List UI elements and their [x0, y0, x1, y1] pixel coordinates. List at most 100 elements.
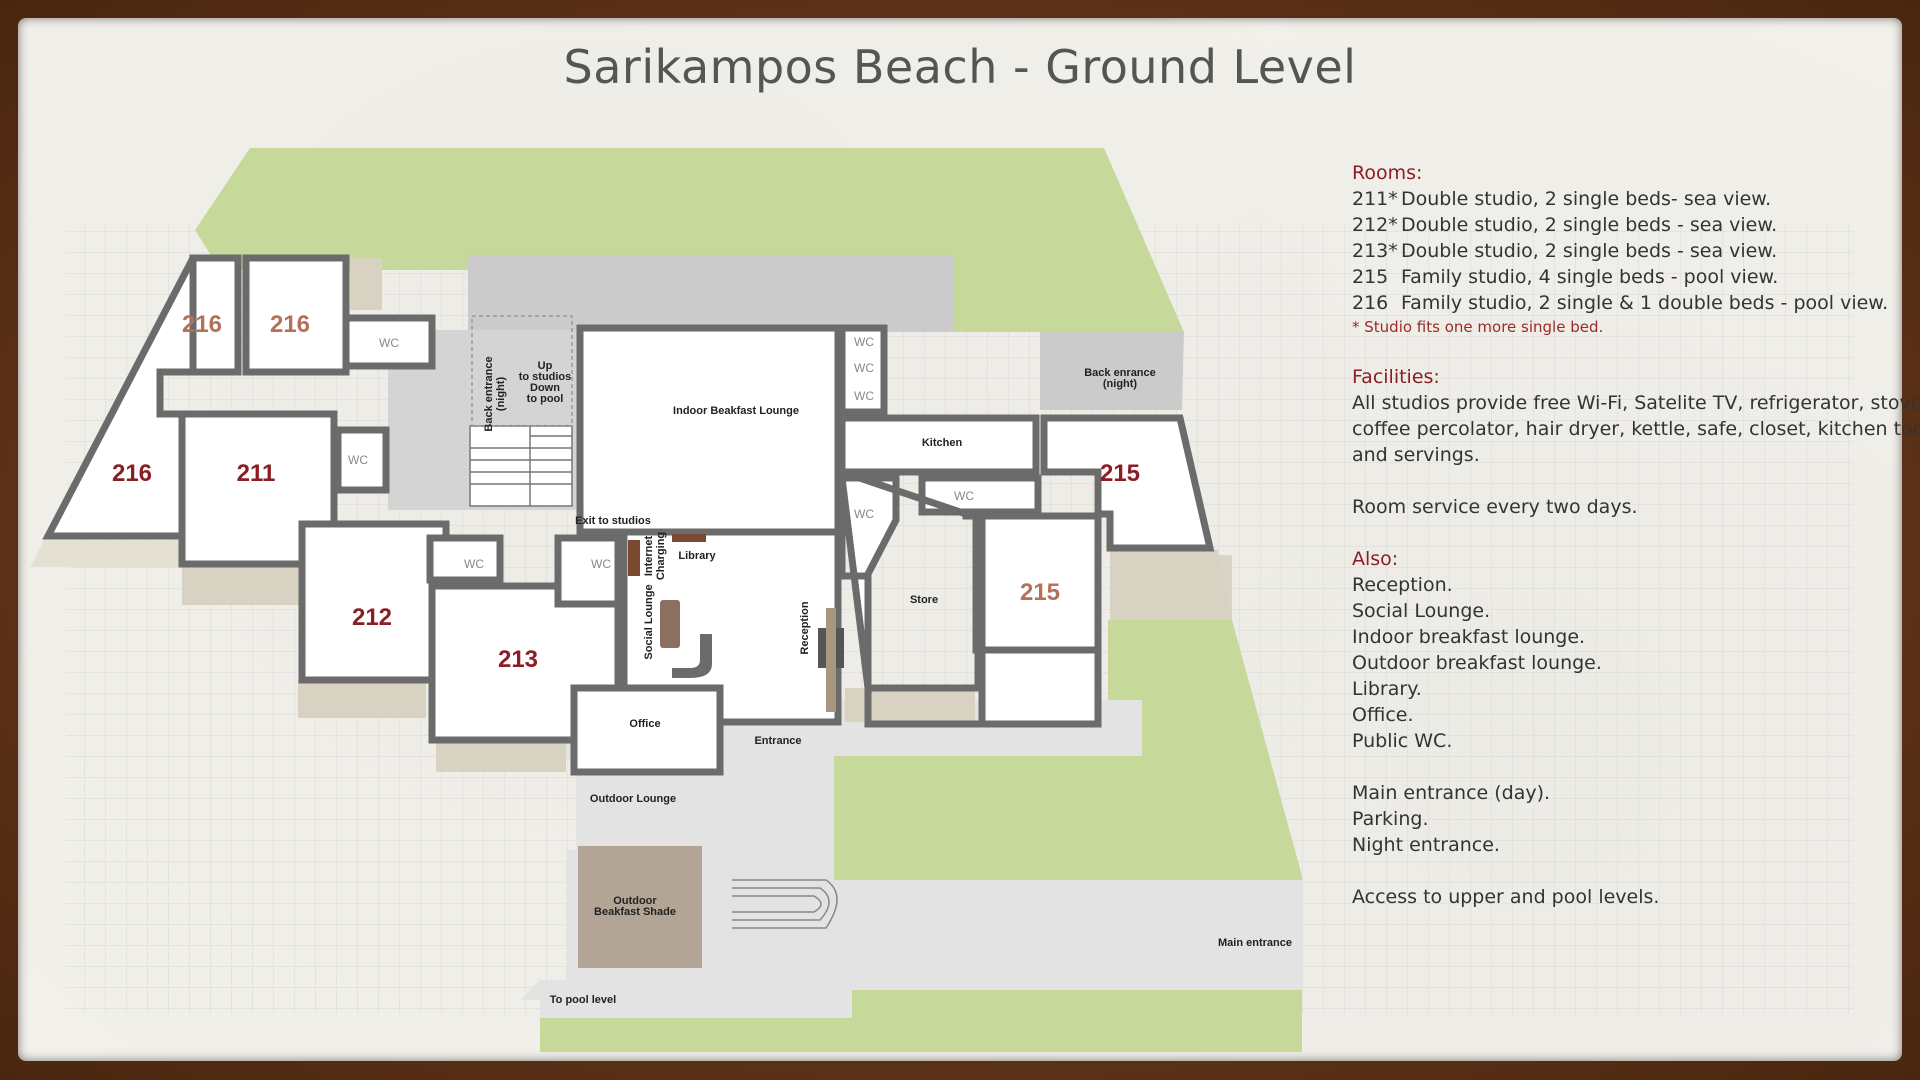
wc-label-215: WC — [954, 489, 974, 503]
wc-211 — [334, 426, 390, 494]
room-number-215-north: 215 — [1100, 460, 1140, 487]
paving-north — [468, 255, 1184, 410]
wc-213 — [554, 534, 622, 608]
terrace-store — [845, 688, 975, 722]
label-back-entrance-v2: (night) — [495, 377, 507, 412]
reception-counter — [826, 608, 836, 712]
legend-room-row: 212*Double studio, 2 single beds - sea v… — [1352, 212, 1892, 238]
wc-stack — [838, 324, 888, 416]
label-store: Store — [910, 594, 938, 606]
office — [570, 684, 724, 776]
library-shelf — [672, 534, 706, 542]
label-kitchen: Kitchen — [922, 437, 963, 449]
label-back-entrance-v1: Back entrance — [483, 356, 495, 431]
entrance-item: Main entrance (day). — [1352, 782, 1551, 804]
legend-panel: Rooms: 211*Double studio, 2 single beds-… — [1352, 160, 1920, 910]
label-internet-2: Charging — [655, 532, 667, 580]
room-number-216-north-b: 216 — [270, 311, 310, 338]
label-reception: Reception — [799, 601, 811, 654]
facilities-line: All studios provide free Wi-Fi, Satelite… — [1352, 392, 1920, 414]
facilities-line: coffee percolator, hair dryer, kettle, s… — [1352, 418, 1920, 440]
night-entrance-zone — [471, 315, 573, 427]
room-number-212: 212 — [352, 604, 392, 631]
terrace-216b — [350, 258, 382, 310]
also-item: Library. — [1352, 678, 1422, 700]
wc-label-store: WC — [854, 507, 874, 521]
also-item: Indoor breakfast lounge. — [1352, 626, 1586, 648]
terrace-211 — [182, 560, 300, 605]
room-desc: Double studio, 2 single beds - sea view. — [1401, 240, 1778, 262]
legend-room-row: 213*Double studio, 2 single beds - sea v… — [1352, 238, 1892, 264]
room-desc: Double studio, 2 single beds - sea view. — [1401, 214, 1778, 236]
page-title: Sarikampos Beach - Ground Level — [563, 40, 1357, 94]
wc-label-211: WC — [348, 453, 368, 467]
facilities-line: and servings. — [1352, 444, 1480, 466]
internet-charging-desk — [628, 540, 640, 576]
wc-label-213: WC — [591, 557, 611, 571]
terrace-216 — [30, 540, 182, 567]
label-up-3: Down — [530, 382, 560, 394]
room-number-211: 211 — [237, 460, 276, 487]
wc-212 — [426, 534, 504, 584]
label-indoor-lounge: Indoor Beakfast Lounge — [673, 405, 799, 417]
label-entrance: Entrance — [754, 735, 801, 747]
room-212 — [298, 520, 450, 684]
front-steps — [732, 879, 838, 929]
label-library: Library — [678, 550, 716, 562]
lawn-north — [195, 148, 1184, 332]
room-desc: Family studio, 4 single beds - pool view… — [1401, 266, 1779, 288]
also-heading: Also: — [1352, 548, 1399, 570]
label-outdoor-lounge: Outdoor Lounge — [590, 793, 676, 805]
room-desc: Double studio, 2 single beds- sea view. — [1401, 188, 1772, 210]
room-desc: Family studio, 2 single & 1 double beds … — [1401, 292, 1889, 314]
room-num: 213* — [1352, 240, 1398, 262]
entrance-item: Night entrance. — [1352, 834, 1500, 856]
label-to-pool: To pool level — [550, 994, 616, 1006]
entrance-item: Parking. — [1352, 808, 1429, 830]
label-office: Office — [629, 718, 660, 730]
store-wall — [838, 467, 986, 728]
staircase — [469, 425, 573, 507]
wc-label-top: WC — [854, 335, 874, 349]
facilities-heading: Facilities: — [1352, 366, 1440, 388]
label-back-entrance-2: (night) — [1103, 378, 1138, 390]
wc-store — [918, 474, 1042, 516]
room-num: 215 — [1352, 266, 1389, 288]
terrace-212 — [298, 680, 426, 718]
also-item: Outdoor breakfast lounge. — [1352, 652, 1602, 674]
terrace-215 — [1110, 550, 1232, 620]
label-outdoor-shade-1: Outdoor — [613, 895, 657, 907]
outdoor-shade — [578, 846, 702, 968]
label-up-2: to studios — [519, 371, 572, 383]
kitchen — [838, 414, 1040, 476]
label-up-4: to pool — [527, 393, 564, 405]
wc-216 — [342, 314, 436, 370]
room-215-north — [1040, 414, 1215, 552]
access-note: Access to upper and pool levels. — [1352, 886, 1660, 908]
social-lounge-table — [660, 600, 680, 648]
label-exit-studios: Exit to studios — [575, 515, 651, 527]
room-216-north-a — [189, 254, 242, 376]
indoor-lounge — [576, 324, 842, 536]
legend-room-row: 211*Double studio, 2 single beds- sea vi… — [1352, 186, 1892, 212]
room-num: 211* — [1352, 188, 1398, 210]
wc-label-mid: WC — [854, 361, 874, 375]
label-social-lounge: Social Lounge — [643, 584, 655, 659]
also-item: Office. — [1352, 704, 1414, 726]
wc-label-216: WC — [379, 336, 399, 350]
label-back-entrance-1: Back enrance — [1084, 367, 1156, 379]
legend-room-row: 215 Family studio, 4 single beds - pool v… — [1352, 264, 1892, 290]
room-number-216-west: 216 — [112, 460, 152, 487]
room-number-215-south: 215 — [1020, 579, 1060, 606]
label-up-1: Up — [538, 360, 553, 372]
store-annex — [978, 646, 1102, 728]
label-main-entrance: Main entrance — [1218, 937, 1292, 949]
label-outdoor-shade-2: Beakfast Shade — [594, 906, 676, 918]
also-item: Public WC. — [1352, 730, 1453, 752]
rooms-heading: Rooms: — [1352, 162, 1423, 184]
rooms-note: * Studio fits one more single bed. — [1352, 318, 1604, 336]
room-number-213: 213 — [498, 646, 538, 673]
lawn-east — [834, 332, 1302, 1052]
